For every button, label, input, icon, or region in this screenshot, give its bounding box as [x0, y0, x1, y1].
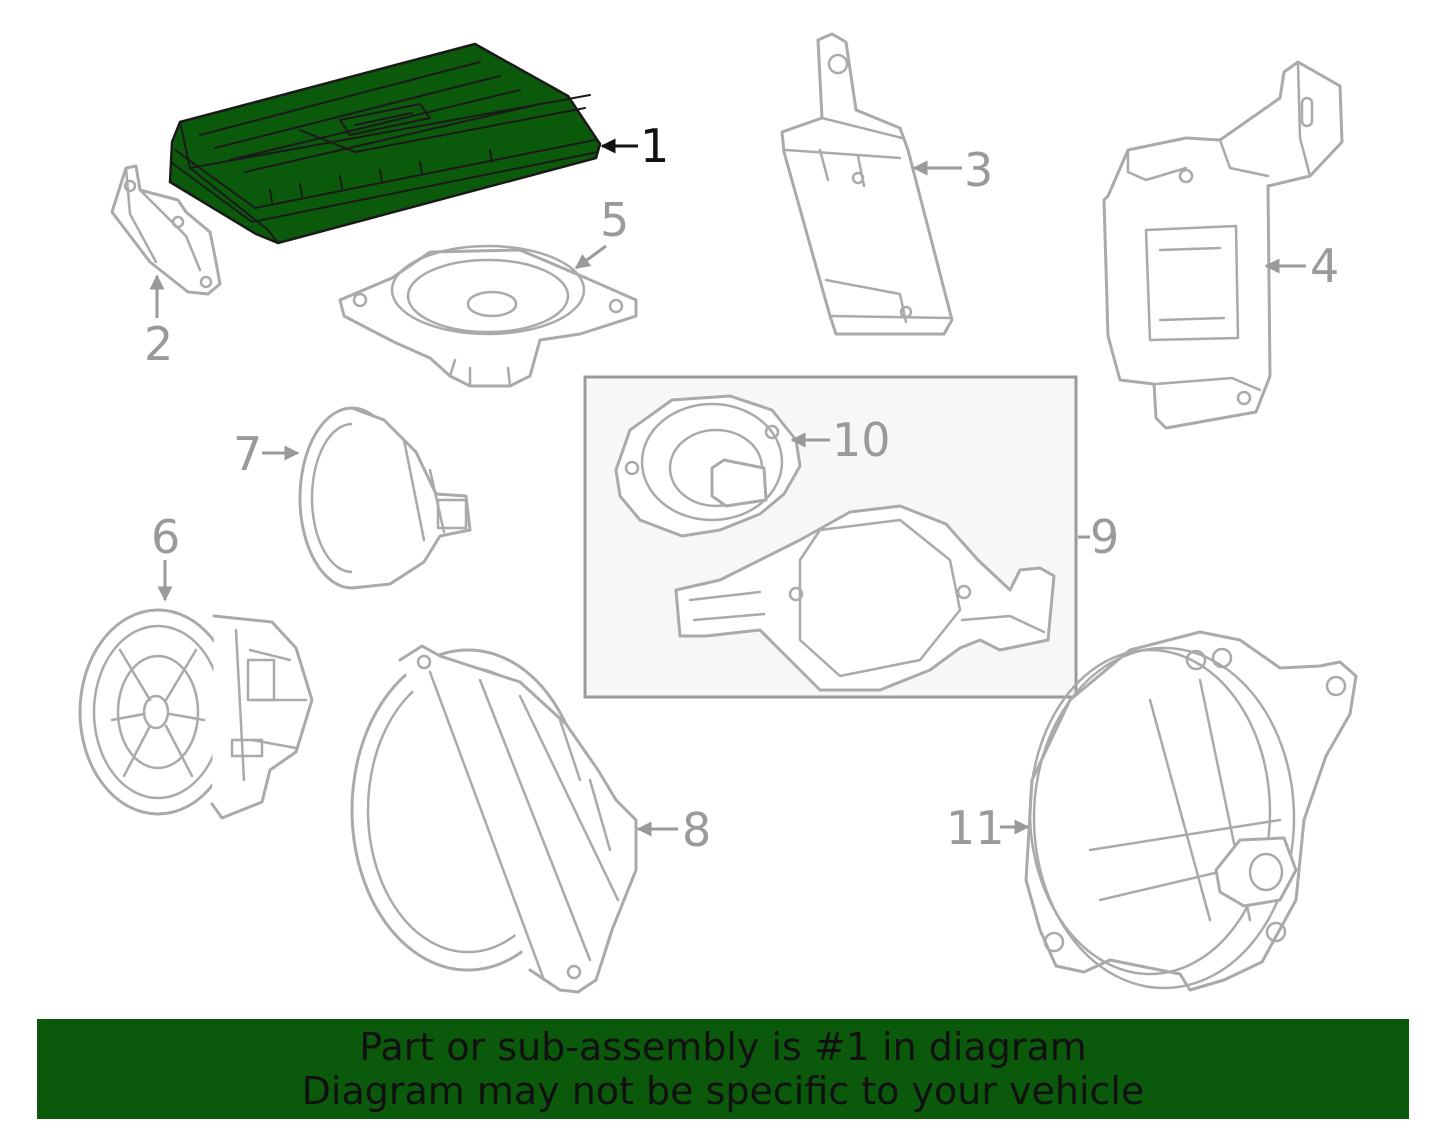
part-11-speaker[interactable]: [1024, 630, 1358, 992]
callout-6: 6: [151, 510, 180, 602]
callout-10: 10: [790, 413, 891, 467]
part-8-speaker[interactable]: [350, 644, 638, 994]
callout-5: 5: [574, 193, 629, 270]
info-banner: Part or sub-assembly is #1 in diagram Di…: [37, 1019, 1409, 1119]
part-10-tweeter[interactable]: [614, 394, 802, 538]
callout-8: 8: [636, 803, 711, 857]
callout-4: 4: [1264, 239, 1339, 293]
banner-line-2: Diagram may not be specific to your vehi…: [301, 1069, 1145, 1113]
callout-label-7: 7: [233, 427, 262, 481]
part-2-bracket[interactable]: [110, 164, 222, 296]
part-9-kit[interactable]: [583, 375, 1078, 699]
callout-1: 1: [600, 119, 669, 173]
callout-label-5: 5: [600, 193, 629, 247]
callout-label-8: 8: [682, 803, 711, 857]
callout-11: 11: [946, 801, 1030, 855]
banner-line-1: Part or sub-assembly is #1 in diagram: [359, 1025, 1087, 1069]
callout-label-1: 1: [640, 119, 669, 173]
callout-7: 7: [233, 427, 300, 481]
part-1-amplifier[interactable]: [168, 42, 602, 245]
callout-label-9: 9: [1090, 510, 1119, 564]
part-6-speaker[interactable]: [78, 608, 314, 820]
callout-label-6: 6: [151, 510, 180, 564]
callout-label-4: 4: [1310, 239, 1339, 293]
callout-9: 9: [1078, 510, 1119, 564]
part-7-speaker[interactable]: [298, 406, 472, 590]
callout-3: 3: [912, 143, 993, 197]
callout-label-3: 3: [964, 143, 993, 197]
callout-label-2: 2: [144, 317, 173, 371]
callout-label-10: 10: [832, 413, 891, 467]
part-5-speaker[interactable]: [338, 244, 638, 388]
part-3-module[interactable]: [780, 32, 954, 336]
part-4-module[interactable]: [1102, 60, 1344, 430]
callout-label-11: 11: [946, 801, 1005, 855]
callout-2: 2: [144, 274, 173, 371]
parts-diagram: 1 2 3 4 5 6 7 8 9 10 11: [78, 32, 1358, 994]
